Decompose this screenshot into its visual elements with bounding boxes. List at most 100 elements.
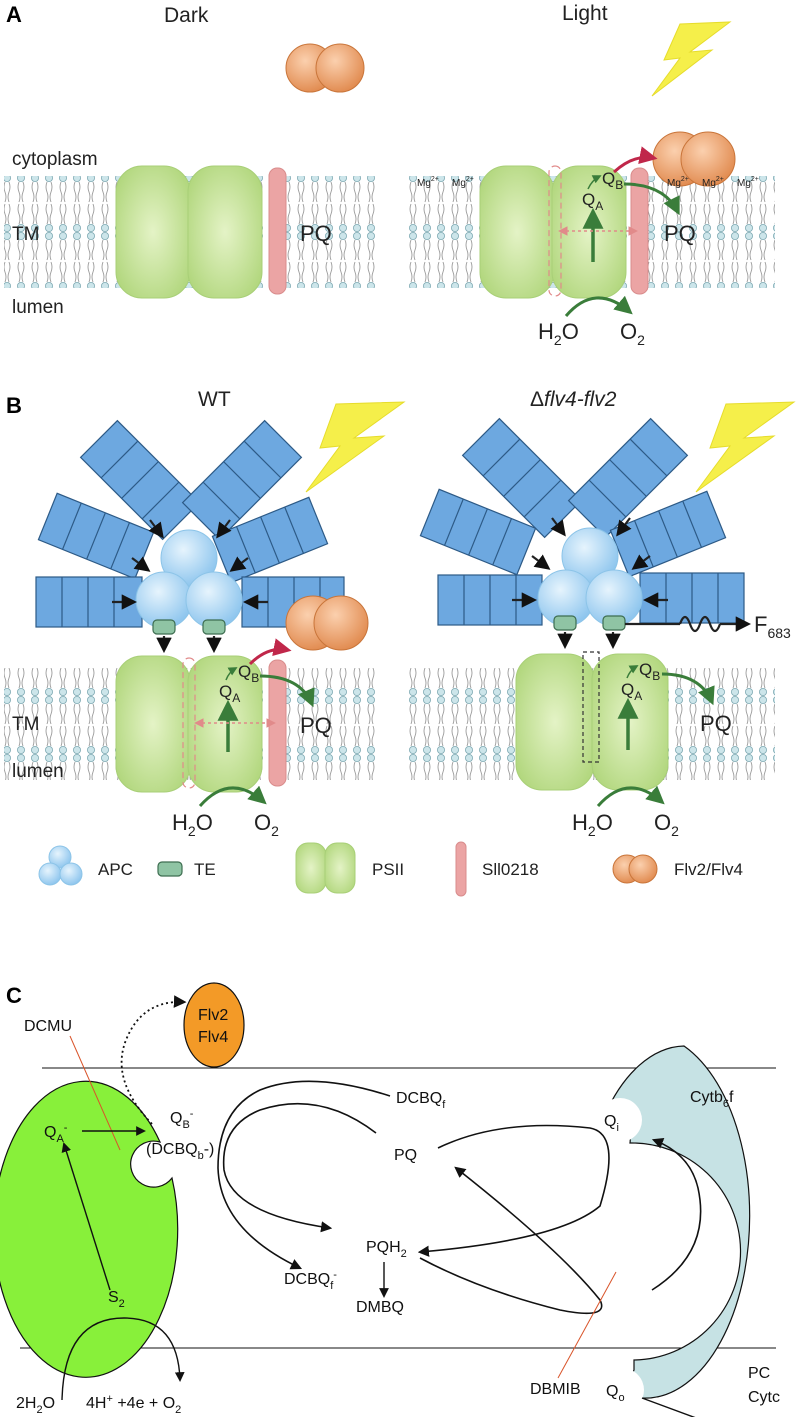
flv-complex-dark bbox=[285, 43, 365, 93]
legend-psii: PSII bbox=[372, 860, 404, 879]
legend-te: TE bbox=[194, 860, 216, 879]
water-label: 2H2O bbox=[16, 1395, 55, 1416]
flv2-label: Flv2 bbox=[198, 1007, 228, 1024]
cytb6f-label: Cytb6f bbox=[690, 1089, 734, 1110]
energy-arrows-mut bbox=[512, 517, 668, 650]
pqh2-to-qo-arc bbox=[419, 1166, 603, 1315]
te-wt bbox=[152, 619, 226, 635]
tm-label-b: TM bbox=[12, 714, 39, 735]
lumen-label-a: lumen bbox=[12, 297, 64, 318]
pq-label-dark: PQ bbox=[300, 221, 332, 246]
qo-site bbox=[600, 1368, 644, 1412]
dcbqf-loop bbox=[217, 1080, 391, 1270]
legend-apc: APC bbox=[98, 860, 133, 879]
mg-ions: Mg2+ Mg2+ Mg2+ Mg2+ Mg2+ bbox=[417, 176, 759, 189]
cytoplasm-label: cytoplasm bbox=[12, 149, 98, 170]
pq-label-mut: PQ bbox=[700, 711, 732, 736]
fluorescence-emission bbox=[625, 615, 752, 633]
panel-c-letter: C bbox=[6, 983, 22, 1008]
qa-qb-arrow-a bbox=[587, 175, 602, 190]
qa-label-a: QA bbox=[582, 190, 603, 213]
o2-label-a: O2 bbox=[620, 319, 645, 348]
energy-arrows-wt bbox=[112, 519, 268, 654]
dbmib-label: DBMIB bbox=[530, 1381, 581, 1398]
qb-flv-arrow-wt bbox=[248, 638, 292, 666]
apc-core-mut bbox=[537, 527, 643, 627]
panel-b-letter: B bbox=[6, 393, 22, 418]
flv4-label: Flv4 bbox=[198, 1029, 228, 1046]
legend-psii-icon bbox=[295, 842, 356, 894]
dcbqb-label: (DCBQb-) bbox=[146, 1141, 214, 1162]
dcbqf-reduced-label: DCBQf- bbox=[284, 1269, 337, 1292]
svg-text:Mg2+: Mg2+ bbox=[737, 176, 759, 189]
light-title: Light bbox=[562, 2, 608, 25]
wt-title: WT bbox=[198, 388, 231, 411]
qi-label: Qi bbox=[604, 1113, 619, 1134]
cytc-label: Cytc bbox=[748, 1389, 780, 1406]
qb-pq-arrow-mut bbox=[661, 672, 715, 706]
qb-flv-arrow-a bbox=[612, 146, 658, 174]
qi-site bbox=[598, 1098, 642, 1142]
o2-label-wt: O2 bbox=[254, 810, 279, 839]
psii-ellipse bbox=[0, 1080, 179, 1378]
legend-flv: Flv2/Flv4 bbox=[674, 860, 743, 879]
qb-pq-arrow-a bbox=[623, 182, 680, 216]
water-split-arrow bbox=[61, 1317, 185, 1401]
qo-pc-arrow bbox=[641, 1397, 696, 1417]
f683-label: F683 bbox=[754, 612, 791, 641]
flv-complex-light bbox=[652, 131, 736, 187]
lumen-label-b: lumen bbox=[12, 761, 64, 782]
dbmib-line bbox=[557, 1271, 617, 1379]
flv-complex-wt bbox=[285, 595, 369, 651]
pq-to-qi-arc bbox=[417, 1124, 610, 1257]
legend-apc-icon bbox=[38, 845, 83, 886]
qo-qi-arrow bbox=[651, 1138, 702, 1291]
s2-qa-arrow bbox=[61, 1142, 111, 1291]
tm-label-a: TM bbox=[12, 224, 39, 245]
dmbq-label: DMBQ bbox=[356, 1299, 404, 1316]
cytb6f-ellipse bbox=[603, 1045, 751, 1399]
s2-label: S2 bbox=[108, 1289, 125, 1310]
qa-qb-arrow-mut bbox=[626, 665, 639, 679]
pq-label-c: PQ bbox=[394, 1147, 417, 1164]
flv-complex-c bbox=[183, 982, 245, 1068]
qb-pq-arrow-wt bbox=[259, 674, 315, 708]
psii-mut bbox=[515, 651, 669, 791]
sll0218-dark bbox=[268, 167, 287, 295]
te-mut bbox=[553, 615, 626, 631]
water-arrow-mut bbox=[596, 785, 665, 807]
qa-label-c: QA- bbox=[44, 1122, 68, 1145]
h2o-label-wt: H2O bbox=[172, 810, 213, 839]
lightning-icon-wt bbox=[305, 401, 406, 493]
legend-sll-icon bbox=[455, 841, 467, 897]
pc-label: PC bbox=[748, 1365, 770, 1382]
qa-label-wt: QA bbox=[219, 682, 240, 705]
svg-text:Mg2+: Mg2+ bbox=[667, 176, 689, 189]
legend-sll: Sll0218 bbox=[482, 860, 539, 879]
lightning-icon-a bbox=[651, 21, 732, 97]
lightning-icon-mut bbox=[695, 401, 796, 493]
qb-label-mut: QB bbox=[639, 660, 660, 683]
legend-te-icon bbox=[157, 861, 183, 877]
legend-flv-icon bbox=[612, 854, 658, 884]
pq-label-wt: PQ bbox=[300, 713, 332, 738]
panel-a-letter: A bbox=[6, 2, 22, 27]
phycobilisome-mut bbox=[419, 417, 745, 626]
products-label: 4H+ +4e + O2 bbox=[86, 1393, 181, 1416]
o2-label-mut: O2 bbox=[654, 810, 679, 839]
qa-qb-arrow-wt bbox=[225, 667, 238, 681]
h2o-label-a: H2O bbox=[538, 319, 579, 348]
qa-label-mut: QA bbox=[621, 680, 642, 703]
qb-label-wt: QB bbox=[238, 662, 259, 685]
legend: APC TE PSII Sll0218 Flv2/Flv4 bbox=[38, 841, 743, 897]
psii-dark bbox=[115, 165, 263, 299]
dcbqf-label: DCBQf bbox=[396, 1090, 446, 1111]
svg-text:Mg2+: Mg2+ bbox=[452, 176, 474, 189]
qb-label-a: QB bbox=[602, 169, 623, 192]
water-arrow-wt bbox=[198, 785, 267, 807]
water-arrow-a bbox=[564, 295, 633, 317]
mutant-title: Δflv4-flv2 bbox=[530, 388, 617, 411]
dcmu-label: DCMU bbox=[24, 1018, 72, 1035]
pq-loop-to-pqh2 bbox=[222, 1102, 377, 1233]
